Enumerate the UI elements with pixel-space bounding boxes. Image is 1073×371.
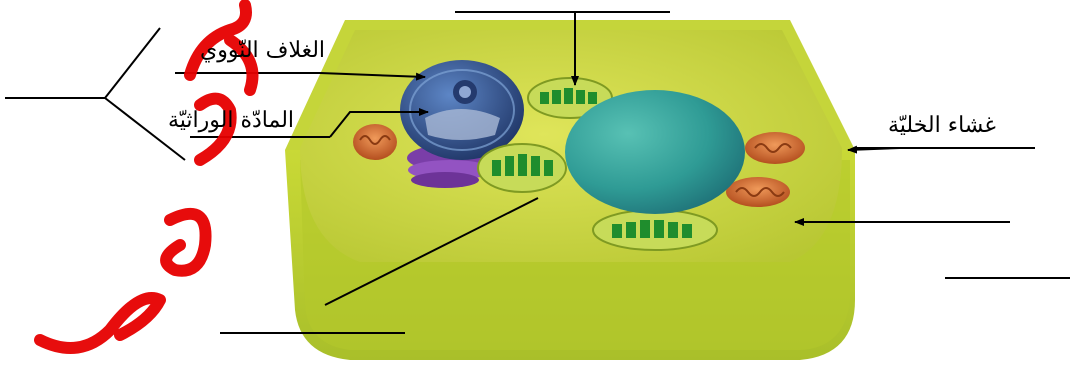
label-genetic-material: المادّة الوراثيّة	[168, 110, 294, 132]
chloroplast	[593, 210, 717, 250]
mitochondrion	[353, 124, 397, 160]
chloroplast	[478, 144, 566, 192]
vacuole	[565, 90, 745, 214]
label-cell-membrane: غشاء الخليّة	[888, 115, 996, 137]
label-nuclear-envelope: الغلاف النّووي	[200, 40, 325, 62]
mitochondrion	[726, 177, 790, 207]
bracket	[105, 28, 185, 160]
mitochondrion	[745, 132, 805, 164]
